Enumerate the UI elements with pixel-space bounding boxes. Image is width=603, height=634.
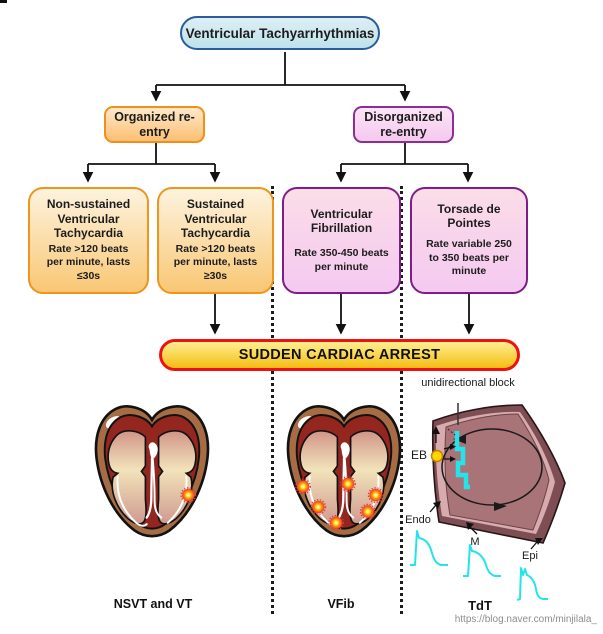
block-zigzag [454,431,470,490]
tdp-rate: Rate variable 250 to 350 beats per minut… [426,237,512,278]
caption-tdt: TdT [468,598,492,613]
caption-vfib: VFib [327,597,355,611]
sca-label: SUDDEN CARDIAC ARREST [238,347,441,363]
endo-waveform [410,530,448,566]
node-organized-reentry: Organized re-entry [104,106,205,143]
node-root-label: Ventricular Tachyarrhythmias [185,25,375,41]
eb-label: EB [410,448,427,462]
unidirectional-block-label: unidirectional block [421,377,515,389]
caption-nsvt-vt: NSVT and VT [113,597,193,611]
svt-rate: Rate >120 beats per minute, lasts ≥30s [173,242,258,283]
epi-label: Epi [522,550,538,562]
node-sudden-cardiac-arrest: SUDDEN CARDIAC ARREST [159,339,520,371]
dotted-separator-left [271,186,274,614]
m-label: M [470,536,480,548]
block-dashed-tick [447,428,456,436]
label-arrows [429,501,543,550]
node-torsade-de-pointes: Torsade de Pointes Rate variable 250 to … [410,187,528,294]
nsvt-rate: Rate >120 beats per minute, lasts ≤30s [46,242,131,283]
ectopic-beat-marker [430,426,456,463]
ectopic-focus-dot [180,487,197,503]
heart-illustration-nsvt-vt [94,405,210,538]
ectopic-foci-dots [295,475,384,531]
vfib-title: Ventricular Fibrillation [310,206,373,236]
node-sustained-vt: Sustained Ventricular Tachycardia Rate >… [157,187,274,294]
organized-label: Organized re-entry [114,110,195,139]
nsvt-title: Non-sustained Ventricular Tachycardia [46,197,131,241]
corner-artifact [0,0,7,3]
tdp-title: Torsade de Pointes [437,202,501,231]
node-disorganized-reentry: Disorganized re-entry [353,106,454,143]
tdt-wedge-illustration [410,403,566,601]
m-cell-waveform [463,544,501,577]
heart-illustration-vfib [286,405,402,538]
heart-body [286,405,402,538]
disorganized-label: Disorganized re-entry [364,110,443,139]
node-ventricular-fibrillation: Ventricular Fibrillation Rate 350-450 be… [282,187,401,294]
epi-waveform [516,567,548,601]
dotted-separator-right [400,186,403,614]
action-potential-waveforms [410,530,548,601]
reentry-circuit [441,428,543,511]
endo-label: Endo [405,514,431,526]
vfib-rate: Rate 350-450 beats per minute [294,247,389,273]
heart-body [94,405,210,538]
source-url: https://blog.naver.com/minjilala_ [454,614,597,625]
node-nsvt: Non-sustained Ventricular Tachycardia Ra… [28,187,149,294]
node-ventricular-tachyarrhythmias: Ventricular Tachyarrhythmias [180,16,380,50]
svt-title: Sustained Ventricular Tachycardia [180,197,251,241]
